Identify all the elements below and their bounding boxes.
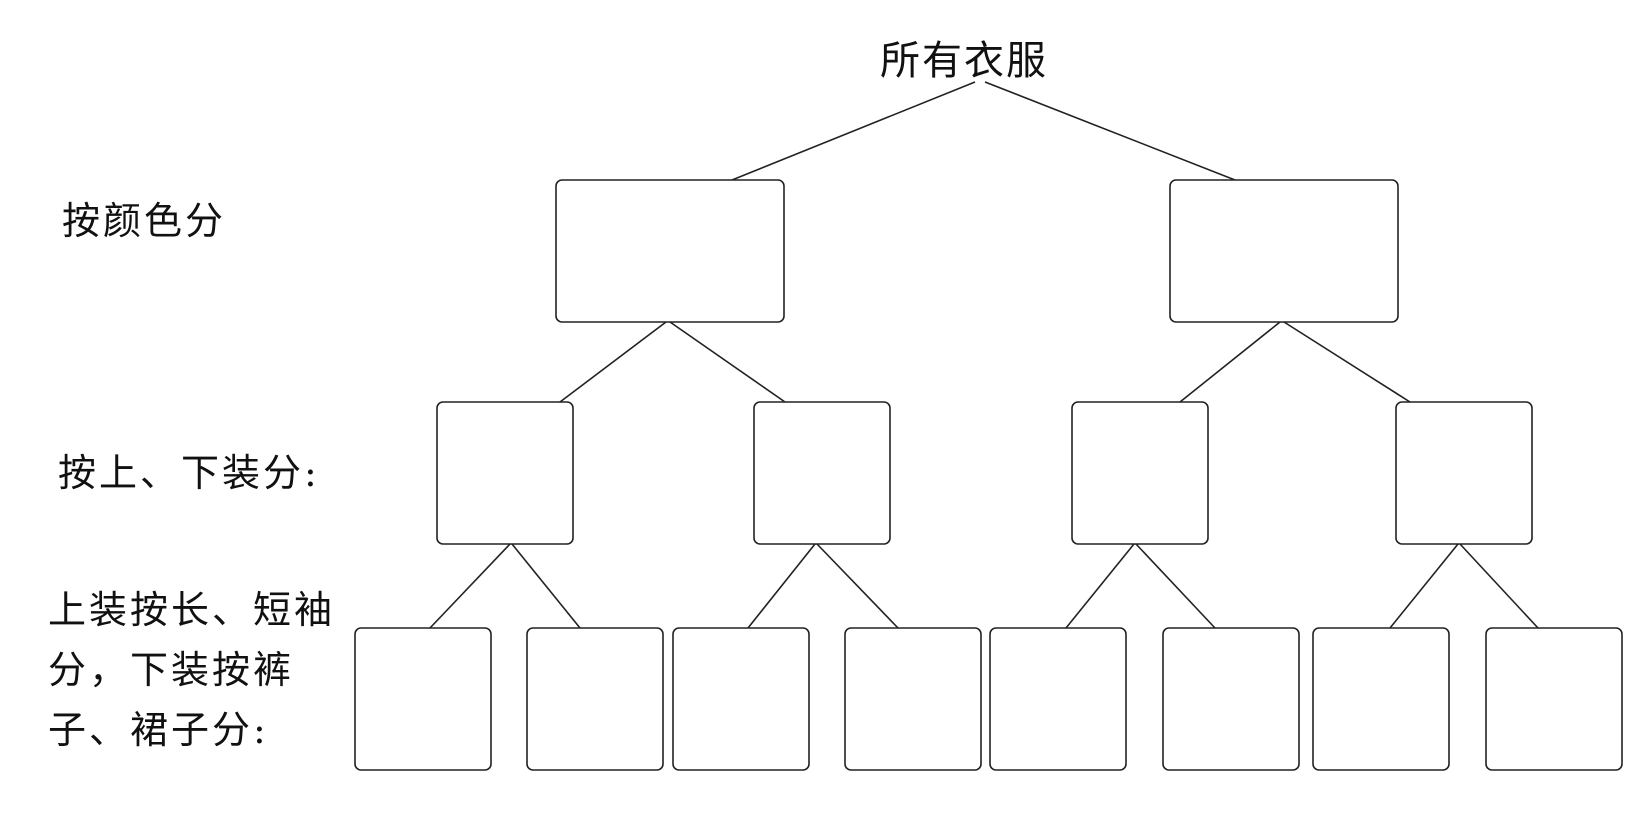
level-2-box-1 (436, 401, 574, 545)
level-1-label: 按颜色分 (62, 199, 227, 243)
level-1-box-left (555, 179, 785, 323)
edge-l1a-to-l2a (559, 321, 667, 403)
edge-l2b-to-l3c (747, 543, 816, 629)
level-2-box-2 (753, 401, 891, 545)
edge-l1b-to-l2d (1283, 321, 1411, 403)
level-3-box-5 (989, 627, 1127, 771)
level-3-box-1 (354, 627, 492, 771)
edge-l1a-to-l2b (669, 321, 786, 403)
edge-l2a-to-l3a (429, 543, 511, 629)
edge-l2b-to-l3d (816, 543, 899, 629)
level-3-box-6 (1162, 627, 1300, 771)
root-node-label: 所有衣服 (880, 38, 1048, 84)
edge-root-to-l1-right (984, 81, 1236, 181)
level-3-box-7 (1312, 627, 1450, 771)
level-3-label: 上装按长、短袖分，下装按裤子、裙子分: (48, 588, 336, 752)
level-2-box-4 (1395, 401, 1533, 545)
level-3-box-2 (526, 627, 664, 771)
edge-l2c-to-l3f (1135, 543, 1216, 629)
level-2-box-3 (1071, 401, 1209, 545)
level-3-box-3 (672, 627, 810, 771)
level-2-label: 按上、下装分: (58, 451, 320, 495)
level-3-box-8 (1485, 627, 1623, 771)
edge-l2c-to-l3e (1065, 543, 1135, 629)
edge-l1b-to-l2c (1179, 321, 1281, 403)
edge-l2a-to-l3b (511, 543, 581, 629)
edge-root-to-l1-left (731, 81, 976, 181)
level-1-box-right (1169, 179, 1399, 323)
edge-l2d-to-l3h (1459, 543, 1539, 629)
level-3-box-4 (844, 627, 982, 771)
edge-l2d-to-l3g (1389, 543, 1459, 629)
